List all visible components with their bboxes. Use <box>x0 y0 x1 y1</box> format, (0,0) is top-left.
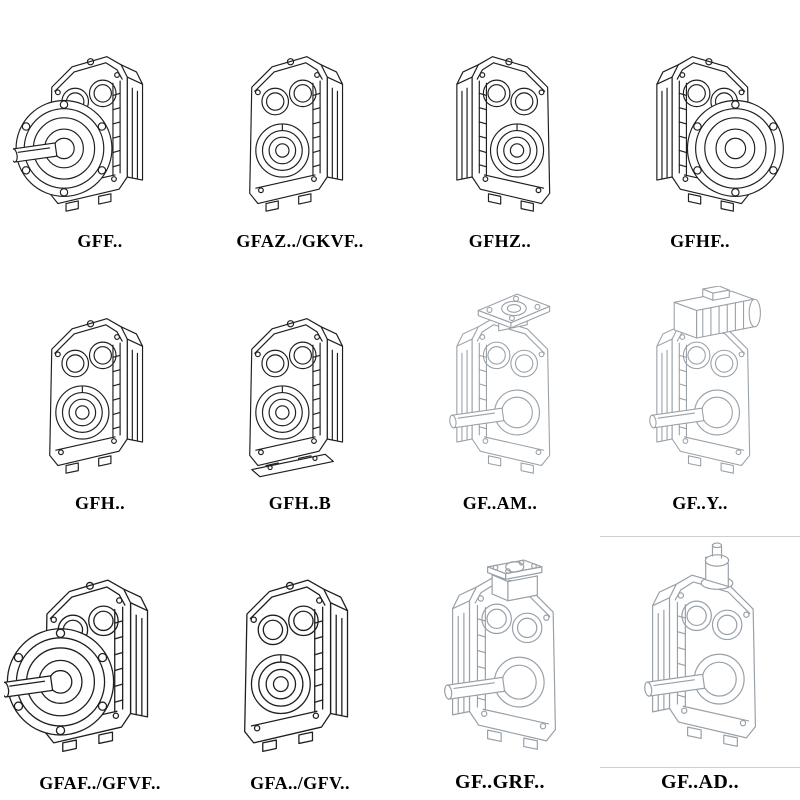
gearbox-grf-adapter-icon <box>443 559 556 750</box>
drawing-area <box>413 286 586 490</box>
drawing-area <box>213 24 386 228</box>
catalog-item-gf-grf: GF..GRF.. <box>400 520 600 800</box>
drawing-area <box>3 544 196 770</box>
gearbox-flange-solid-shaft-icon <box>13 56 144 212</box>
model-label: GF..AM.. <box>462 493 538 513</box>
drawing-area <box>404 542 596 768</box>
model-label: GFAF../GFVF.. <box>39 773 161 793</box>
gearbox-input-shaft-adapter-icon <box>643 542 756 747</box>
gearbox-iec-adapter-icon <box>448 293 551 474</box>
model-label: GFAZ../GKVF.. <box>236 231 364 251</box>
catalog-item-gf-y: GF..Y.. <box>600 258 800 520</box>
catalog-item-gff: GFF.. <box>0 0 200 258</box>
model-label: GFH..B <box>268 493 332 513</box>
gearbox-with-motor-icon <box>648 286 762 474</box>
catalog-item-gfh: GFH.. <box>0 258 200 520</box>
model-label: GFF.. <box>77 231 123 251</box>
gearbox-hollow-shaft-mirrored-icon <box>456 56 551 212</box>
catalog-item-gfa-gfv: GFA../GFV.. <box>200 520 400 800</box>
drawing-area <box>213 286 386 490</box>
catalog-item-gf-ad: GF..AD.. <box>600 520 800 800</box>
gearbox-hollow-shaft-icon <box>249 56 344 212</box>
drawing-area <box>413 24 586 228</box>
catalog-item-gfh-b: GFH..B <box>200 258 400 520</box>
model-label: GFHZ.. <box>468 231 532 251</box>
drawing-area <box>613 286 786 490</box>
model-label: GFA../GFV.. <box>250 773 350 793</box>
drawing-area <box>600 536 800 768</box>
gearbox-flange-solid-shaft-icon <box>3 579 149 753</box>
catalog-item-gfhz: GFHZ.. <box>400 0 600 258</box>
catalog-item-gfaf-gfvf: GFAF../GFVF.. <box>0 520 200 800</box>
catalog-item-gfaz-gkvf: GFAZ../GKVF.. <box>200 0 400 258</box>
drawing-area <box>204 544 396 770</box>
catalog-item-gfhf: GFHF.. <box>600 0 800 258</box>
gearbox-hollow-shaft-icon <box>49 318 144 474</box>
model-label: GFH.. <box>75 493 125 513</box>
model-label: GFHF.. <box>670 231 730 251</box>
drawing-area <box>613 24 786 228</box>
model-label: GF..GRF.. <box>455 771 545 793</box>
gearbox-hollow-flange-icon <box>656 56 785 212</box>
model-label: GF..AD.. <box>660 771 740 793</box>
drawing-area <box>13 286 186 490</box>
gearbox-hollow-shaft-base-icon <box>249 318 344 478</box>
catalog-item-gf-am: GF..AM.. <box>400 258 600 520</box>
model-label: GF..Y.. <box>672 493 728 513</box>
drawing-area <box>13 24 186 228</box>
gearbox-hollow-shaft-icon <box>243 579 349 753</box>
